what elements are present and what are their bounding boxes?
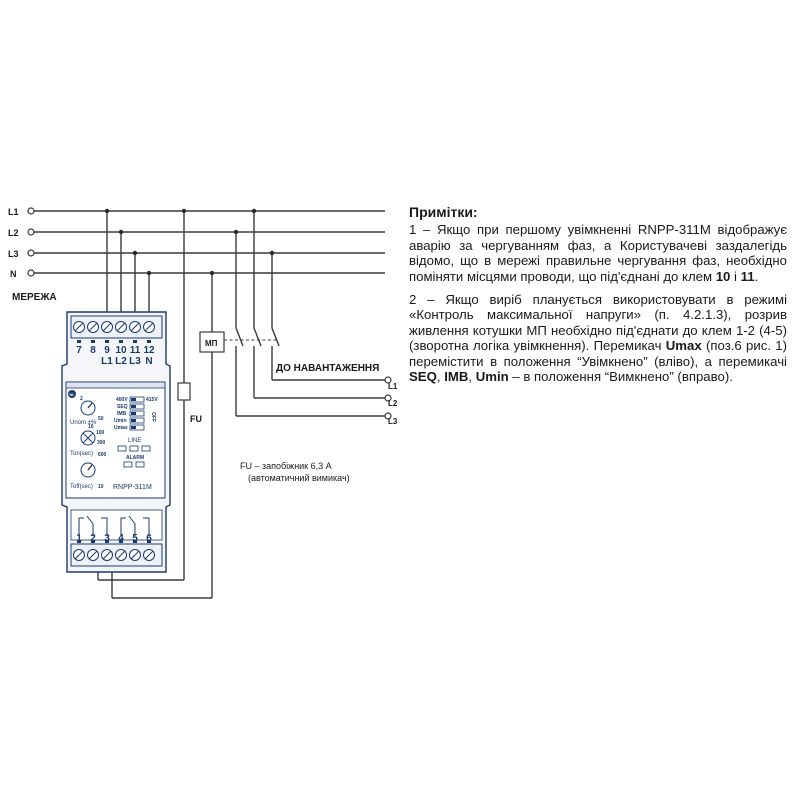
scale-u-max: 50 xyxy=(98,416,104,422)
led-line-1 xyxy=(117,445,127,452)
note-2-umax: Umax xyxy=(665,338,702,354)
note-2-text-2: (поз.6 рис. 1) перемістити в положення “… xyxy=(409,338,787,369)
load-terminal-l2 xyxy=(384,394,392,402)
led-line-3 xyxy=(141,445,151,452)
top-terminal-9: 9 xyxy=(104,345,110,356)
scale-u-end: 10 xyxy=(88,424,94,430)
scale-u-min: 2 xyxy=(80,396,83,402)
load-label-l2: L2 xyxy=(388,399,398,408)
bottom-terminal-2: 2 xyxy=(90,533,96,544)
phase-label-n: N xyxy=(145,356,152,367)
led-alarm-2 xyxy=(135,461,145,468)
alarm-label: ALARM xyxy=(126,455,144,461)
switch-label-imb: IMB xyxy=(117,411,127,417)
network-label: МЕРЕЖА xyxy=(12,292,57,303)
top-terminal-11: 11 xyxy=(130,345,141,356)
switch-label-umin: Umin xyxy=(114,418,127,424)
top-screws xyxy=(73,321,155,333)
load-label-l3: L3 xyxy=(388,417,398,426)
note-1-text: 1 – Якщо при першому увімкненні RNPP-311… xyxy=(409,222,787,284)
top-terminal-7: 7 xyxy=(76,345,82,356)
note-2-seq: SEQ xyxy=(409,369,437,385)
led-alarm-1 xyxy=(123,461,133,468)
led-line-2 xyxy=(129,445,139,452)
scale-toff-end: 10 xyxy=(98,484,104,490)
fu-note-line2: (автоматичний вимикач) xyxy=(248,473,350,483)
phase-label-l2: L2 xyxy=(115,356,127,367)
terminal-n xyxy=(27,269,35,277)
phase-label-l3: L3 xyxy=(129,356,141,367)
notes-block: Примітки: 1 – Якщо при першому увімкненн… xyxy=(409,204,787,392)
note-2-comma-1: , xyxy=(436,369,445,385)
note-2-text: 2 – Якщо виріб планується використовуват… xyxy=(409,292,787,354)
load-terminal-l1 xyxy=(384,376,392,384)
label-l2: L2 xyxy=(8,228,19,238)
contactor-coil xyxy=(199,331,225,353)
contactor-label: МП xyxy=(205,339,218,348)
label-l1: L1 xyxy=(8,207,19,217)
fuse-label: FU xyxy=(190,414,202,424)
bottom-terminal-3: 3 xyxy=(104,533,110,544)
top-terminal-8: 8 xyxy=(90,345,96,356)
terminal-l1 xyxy=(27,207,35,215)
dial-ton-label: Ton(sec) xyxy=(70,451,93,457)
load-terminal-l3 xyxy=(384,412,392,420)
note-2-imb: IMB xyxy=(444,369,469,385)
phase-label-l1: L1 xyxy=(101,356,113,367)
note-1-end: . xyxy=(754,268,759,284)
note-2-end: – в положення “Вимкнено” (вправо). xyxy=(508,369,733,385)
brand-text: NI xyxy=(70,392,74,397)
bottom-terminal-1: 1 xyxy=(76,533,82,544)
load-title: ДО НАВАНТАЖЕННЯ xyxy=(276,363,379,374)
switch-label-400v: 400V xyxy=(116,397,128,403)
note-2: 2 – Якщо виріб планується використовуват… xyxy=(409,292,787,384)
label-l3: L3 xyxy=(8,249,19,259)
bottom-terminal-4: 4 xyxy=(118,533,124,544)
bottom-terminal-6: 6 xyxy=(146,533,152,544)
fu-note-line1: FU – запобіжник 6,3 А xyxy=(240,461,332,471)
switch-label-seq: SEQ xyxy=(117,404,128,410)
model-label: RNPP-311M xyxy=(113,484,152,491)
off-label: OFF xyxy=(150,412,156,422)
dial-unom-icon xyxy=(80,400,96,416)
top-terminal-10: 10 xyxy=(115,345,127,356)
note-2-umin: Umin xyxy=(475,369,509,385)
terminal-l2 xyxy=(27,228,35,236)
scale-ton-end: 600 xyxy=(98,452,107,458)
note-2-comma-2: , xyxy=(468,369,476,385)
relay-contacts-icon xyxy=(78,515,150,536)
switch-label-umax: Umax xyxy=(114,425,128,431)
bottom-terminal-5: 5 xyxy=(132,533,138,544)
switch-label-415v: 415V xyxy=(146,397,158,403)
brand-logo xyxy=(68,390,76,398)
dial-toff-icon xyxy=(80,462,96,478)
note-1-terminal-b: 11 xyxy=(740,268,755,284)
fuse-symbol xyxy=(177,382,191,401)
line-label: LINE xyxy=(128,438,141,444)
scale-ton-mid: 100 xyxy=(96,430,105,436)
note-1-terminal-a: 10 xyxy=(715,268,731,284)
top-terminal-12: 12 xyxy=(143,345,155,356)
notes-title: Примітки: xyxy=(409,204,478,220)
dial-ton-icon xyxy=(80,430,96,446)
scale-ton-max: 300 xyxy=(97,440,106,446)
note-1: 1 – Якщо при першому увімкненні RNPP-311… xyxy=(409,222,787,284)
bottom-screws xyxy=(73,549,155,561)
label-n: N xyxy=(10,269,17,279)
dial-unom-label: Unom ±% xyxy=(70,420,97,426)
dial-toff-label: Toff(sec) xyxy=(70,484,93,490)
load-label-l1: L1 xyxy=(388,382,398,391)
terminal-l3 xyxy=(27,249,35,257)
dip-switch-block xyxy=(129,396,145,431)
note-1-and: і xyxy=(730,268,741,284)
